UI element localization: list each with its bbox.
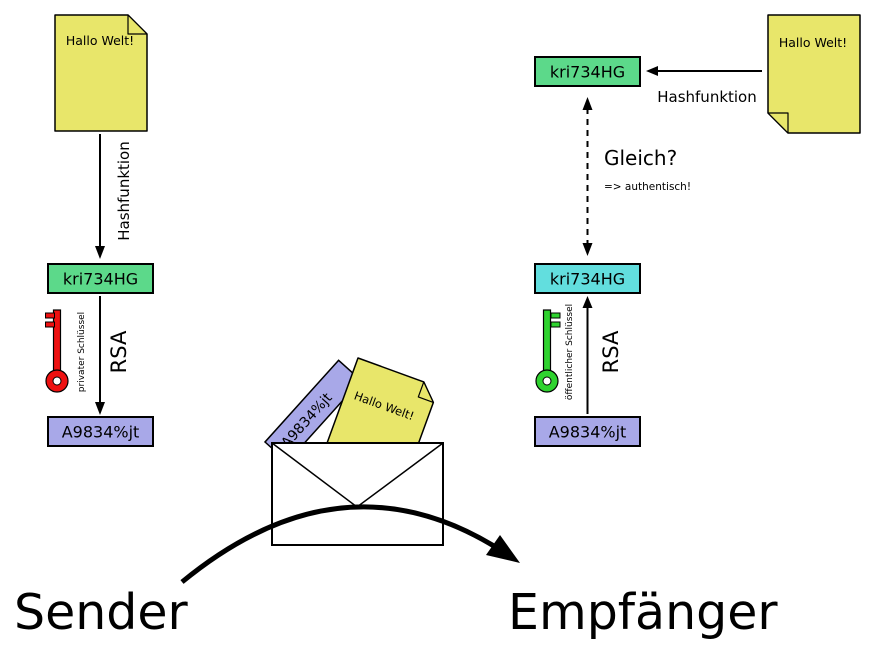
receiver-label: Empfänger: [508, 584, 778, 641]
sender-signature-box-shape: [47, 416, 154, 447]
sender-document-text: Hallo Welt!: [66, 33, 134, 48]
sender-signature-value: A9834%jt: [62, 423, 140, 442]
sender-document-fold: [127, 14, 148, 35]
received-hash-value: kri734HG: [550, 270, 625, 289]
compare-arrowhead-up: [582, 97, 593, 110]
compare-arrow: Gleich? => authentisch!: [582, 97, 691, 256]
sender-document: Hallo Welt!: [54, 14, 148, 132]
sender-hash-arrowhead: [95, 246, 105, 259]
private-key-hole: [52, 376, 62, 386]
public-key-tooth-1: [550, 312, 561, 319]
receiver-signature-box-shape: [534, 416, 641, 447]
receiver-hash-function-label: Hashfunktion: [657, 88, 757, 106]
public-key-label: öffentlicher Schlüssel: [565, 304, 575, 400]
transfer-arrow-curve: [180, 504, 507, 584]
sender-hash-box: kri734HG: [47, 263, 154, 294]
sender-rsa-arrow: RSA: [95, 296, 131, 415]
sender-hash-arrow: Hashfunktion: [95, 134, 133, 259]
public-key-icon: [535, 309, 561, 393]
private-key-icon: [45, 309, 69, 393]
private-key-shaft: [52, 309, 62, 375]
received-hash-box-shape: [534, 263, 641, 294]
receiver-signature-box: A9834%jt: [534, 416, 641, 447]
private-key-tooth-1: [45, 312, 55, 319]
envelope-document-fold: [417, 381, 434, 404]
receiver-rsa-label: RSA: [599, 330, 623, 373]
receiver-hash-value: kri734HG: [550, 63, 625, 82]
compare-arrowhead-down: [582, 243, 593, 256]
public-key-hole: [542, 376, 552, 386]
receiver-rsa-arrowhead: [582, 296, 593, 308]
receiver-hash-box: kri734HG: [534, 56, 641, 87]
sender-hash-box-shape: [47, 263, 154, 294]
transfer-arrow: [180, 504, 520, 584]
public-key-shaft: [542, 309, 552, 375]
receiver-signature-value: A9834%jt: [549, 423, 627, 442]
received-hash-box: kri734HG: [534, 263, 641, 294]
compare-question: Gleich?: [604, 146, 677, 170]
sender-rsa-arrowhead: [95, 402, 105, 415]
receiver-hash-box-shape: [534, 56, 641, 87]
receiver-hash-arrowhead: [646, 66, 658, 76]
sender-label: Sender: [14, 584, 189, 641]
receiver-rsa-arrow: RSA: [582, 296, 623, 414]
private-key-tooth-2: [45, 321, 55, 328]
envelope-body: [271, 442, 444, 546]
sender-signature-box: A9834%jt: [47, 416, 154, 447]
sender-rsa-label: RSA: [107, 330, 131, 373]
private-key-label: privater Schlüssel: [77, 312, 87, 392]
sender-hash-function-label: Hashfunktion: [115, 141, 133, 241]
envelope-icon: [271, 442, 444, 546]
receiver-document-page: [767, 14, 861, 134]
receiver-document-fold: [767, 112, 789, 134]
sender-document-page: [54, 14, 148, 132]
compare-result: => authentisch!: [604, 181, 691, 193]
public-key-tooth-2: [550, 321, 561, 328]
receiver-document-text: Hallo Welt!: [779, 35, 847, 50]
receiver-document: Hallo Welt!: [767, 14, 861, 134]
transfer-arrowhead: [486, 535, 520, 563]
receiver-hash-arrow: Hashfunktion: [646, 66, 762, 106]
sender-hash-value: kri734HG: [63, 270, 138, 289]
